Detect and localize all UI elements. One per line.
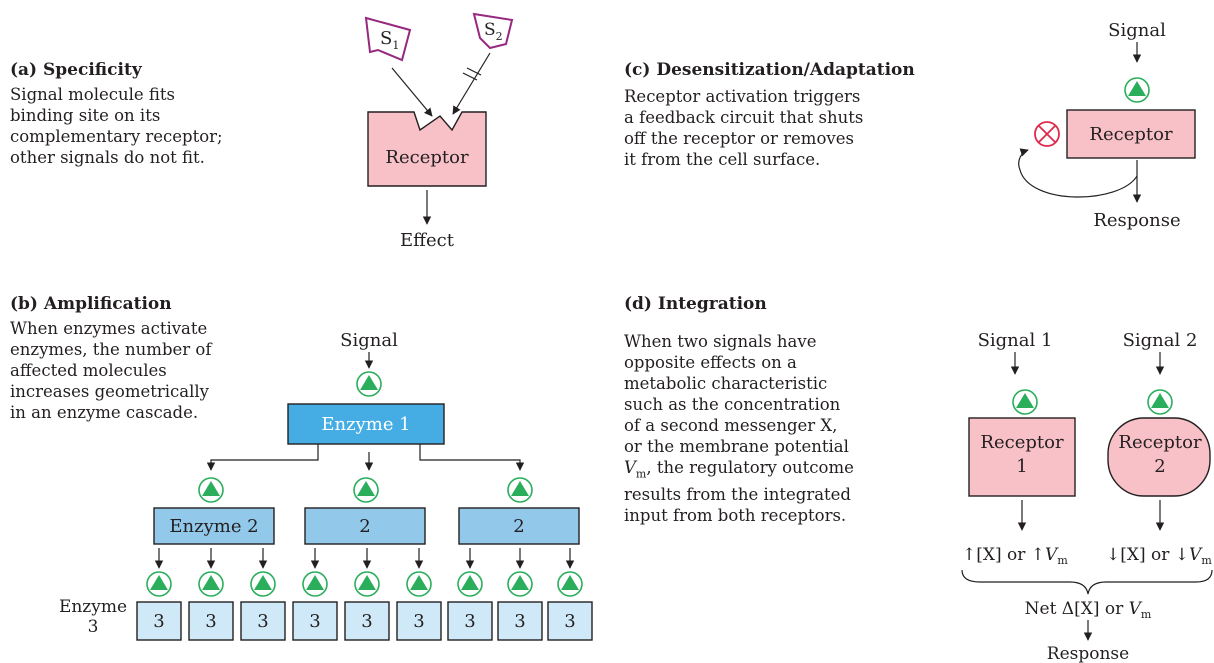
receptor-2-label: Receptor (1118, 432, 1202, 453)
enzyme-1-box (287, 403, 445, 445)
enzyme-3-box (188, 601, 234, 641)
response-d-label: Response (1047, 644, 1129, 663)
enzyme-3-row: 3 3 3 3 3 3 3 3 3 (136, 548, 593, 641)
enzyme-2-label-1: Enzyme 2 (169, 516, 258, 537)
receptor-1-box (968, 417, 1076, 497)
enzyme-3-label: 3 (413, 611, 424, 632)
enzyme-2-label-2: 2 (359, 516, 370, 537)
enzyme-3-label: 3 (514, 611, 525, 632)
signal-1-label: Signal 1 (978, 330, 1053, 351)
enzyme-3-box (292, 601, 338, 641)
output-1-label: ↑[X] or ↑Vm (962, 545, 1068, 567)
enzyme-2-label-3: 2 (513, 516, 524, 537)
activator-icon (356, 371, 382, 397)
block-mark-1 (462, 72, 478, 81)
signal-b-label: Signal (340, 330, 398, 351)
panel-a-description: Signal molecule fits binding site on its… (10, 85, 223, 167)
enzyme-3-box (447, 601, 493, 641)
panel-b-diagram: Signal Enzyme 1 Enzyme 2 2 2 3 3 3 3 3 3 3 3 3 E… (59, 330, 593, 641)
enzyme-3-box (136, 601, 182, 641)
activator-icon (406, 571, 432, 597)
signal-s2-label: S2 (484, 20, 503, 43)
activator-icon (1012, 389, 1038, 415)
response-c-label: Response (1093, 210, 1180, 231)
enzyme-3-box (547, 601, 593, 641)
receptor-a-box (367, 111, 487, 187)
signal-s2-shape (472, 12, 514, 50)
activator-icon (146, 571, 172, 597)
activator-icon (457, 571, 483, 597)
enzyme-3-caption-2: 3 (88, 617, 99, 637)
signal-s1-label: S1 (380, 28, 399, 52)
cascade-arrow-right (419, 444, 525, 471)
activator-icon (198, 477, 224, 503)
signal-2-label: Signal 2 (1123, 330, 1198, 351)
enzyme-3-box (396, 601, 442, 641)
output-2-label: ↓[X] or ↓Vm (1106, 545, 1212, 567)
panel-b-heading: (b) Amplification (10, 294, 172, 314)
enzyme-3-label: 3 (464, 611, 475, 632)
panel-d-heading: (d) Integration (624, 294, 767, 314)
enzyme-3-box (497, 601, 543, 641)
enzyme-3-label: 3 (257, 611, 268, 632)
cascade-arrow-left (206, 444, 319, 471)
receptor-c-label: Receptor (1089, 124, 1173, 145)
enzyme-3-label: 3 (309, 611, 320, 632)
signal-s1-shape (364, 16, 412, 62)
receptor-1-number: 1 (1016, 456, 1027, 477)
net-effect-label: Net Δ[X] or Vm (1025, 599, 1152, 621)
s2-blocked-arrow (452, 52, 491, 115)
effect-label: Effect (400, 230, 455, 251)
enzyme-1-label: Enzyme 1 (321, 414, 410, 435)
receptor-2-box (1107, 417, 1211, 497)
enzyme-3-label: 3 (205, 611, 216, 632)
panel-a-diagram: S1 S2 Receptor Effect (364, 12, 514, 251)
activator-icon (1124, 77, 1150, 103)
enzyme-2-box-1 (153, 507, 275, 545)
activator-icon (354, 571, 380, 597)
enzyme-3-label: 3 (564, 611, 575, 632)
enzyme-3-caption-1: Enzyme (59, 597, 127, 617)
inhibitor-icon (1034, 121, 1060, 147)
panel-d-description: When two signals have opposite effects o… (624, 332, 854, 526)
panel-d-diagram: Signal 1 Signal 2 Receptor 1 Receptor 2 … (961, 330, 1213, 663)
panel-c-heading: (c) Desensitization/Adaptation (624, 60, 915, 80)
feedback-loop-arrow (1018, 148, 1138, 198)
receptor-c-box (1066, 109, 1196, 159)
block-mark-2 (466, 67, 482, 76)
activator-icon (557, 571, 583, 597)
activator-icon (353, 477, 379, 503)
activator-icon (1147, 389, 1173, 415)
signal-c-label: Signal (1108, 20, 1166, 41)
receptor-1-label: Receptor (980, 432, 1064, 453)
activator-icon (302, 571, 328, 597)
enzyme-3-label: 3 (361, 611, 372, 632)
panel-c-description: Receptor activation triggers a feedback … (624, 87, 864, 169)
activator-icon (250, 571, 276, 597)
enzyme-3-box (240, 601, 286, 641)
receptor-a-label: Receptor (385, 147, 469, 168)
receptor-2-number: 2 (1154, 456, 1165, 477)
panel-c-diagram: Signal Receptor Response (1018, 20, 1196, 231)
enzyme-2-box-2 (304, 507, 426, 545)
integration-brace (961, 569, 1213, 595)
enzyme-2-box-3 (458, 507, 580, 545)
activator-icon (198, 571, 224, 597)
enzyme-3-box (344, 601, 390, 641)
activator-icon (507, 571, 533, 597)
panel-b-description: When enzymes activate enzymes, the numbe… (10, 319, 212, 422)
panel-a-heading: (a) Specificity (10, 60, 142, 80)
enzyme-3-label: 3 (153, 611, 164, 632)
activator-icon (507, 477, 533, 503)
s1-binding-arrow (391, 67, 433, 117)
